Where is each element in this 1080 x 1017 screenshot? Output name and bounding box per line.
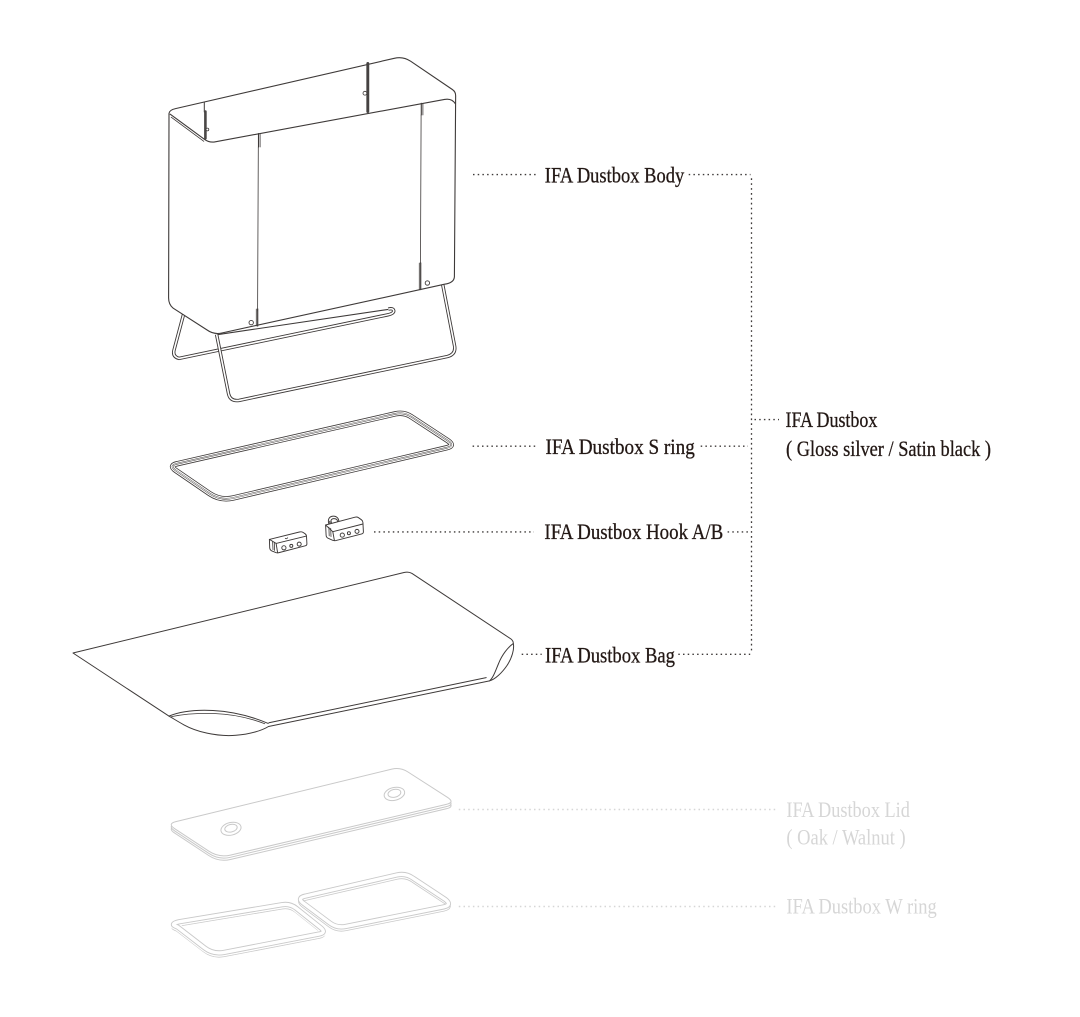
svg-text:( Oak / Walnut ): ( Oak / Walnut )	[786, 825, 905, 850]
svg-text:( Gloss silver / Satin black: ( Gloss silver / Satin black )	[786, 436, 991, 461]
svg-text:IFA Dustbox S ring: IFA Dustbox S ring	[546, 434, 695, 459]
svg-text:IFA Dustbox Bag: IFA Dustbox Bag	[545, 642, 675, 667]
svg-text:IFA Dustbox Lid: IFA Dustbox Lid	[786, 797, 910, 822]
svg-text:IFA Dustbox W ring: IFA Dustbox W ring	[786, 893, 936, 918]
svg-text:IFA Dustbox Hook A/B: IFA Dustbox Hook A/B	[544, 519, 723, 544]
svg-text:IFA Dustbox: IFA Dustbox	[786, 407, 878, 432]
svg-text:IFA Dustbox Body: IFA Dustbox Body	[545, 163, 684, 188]
